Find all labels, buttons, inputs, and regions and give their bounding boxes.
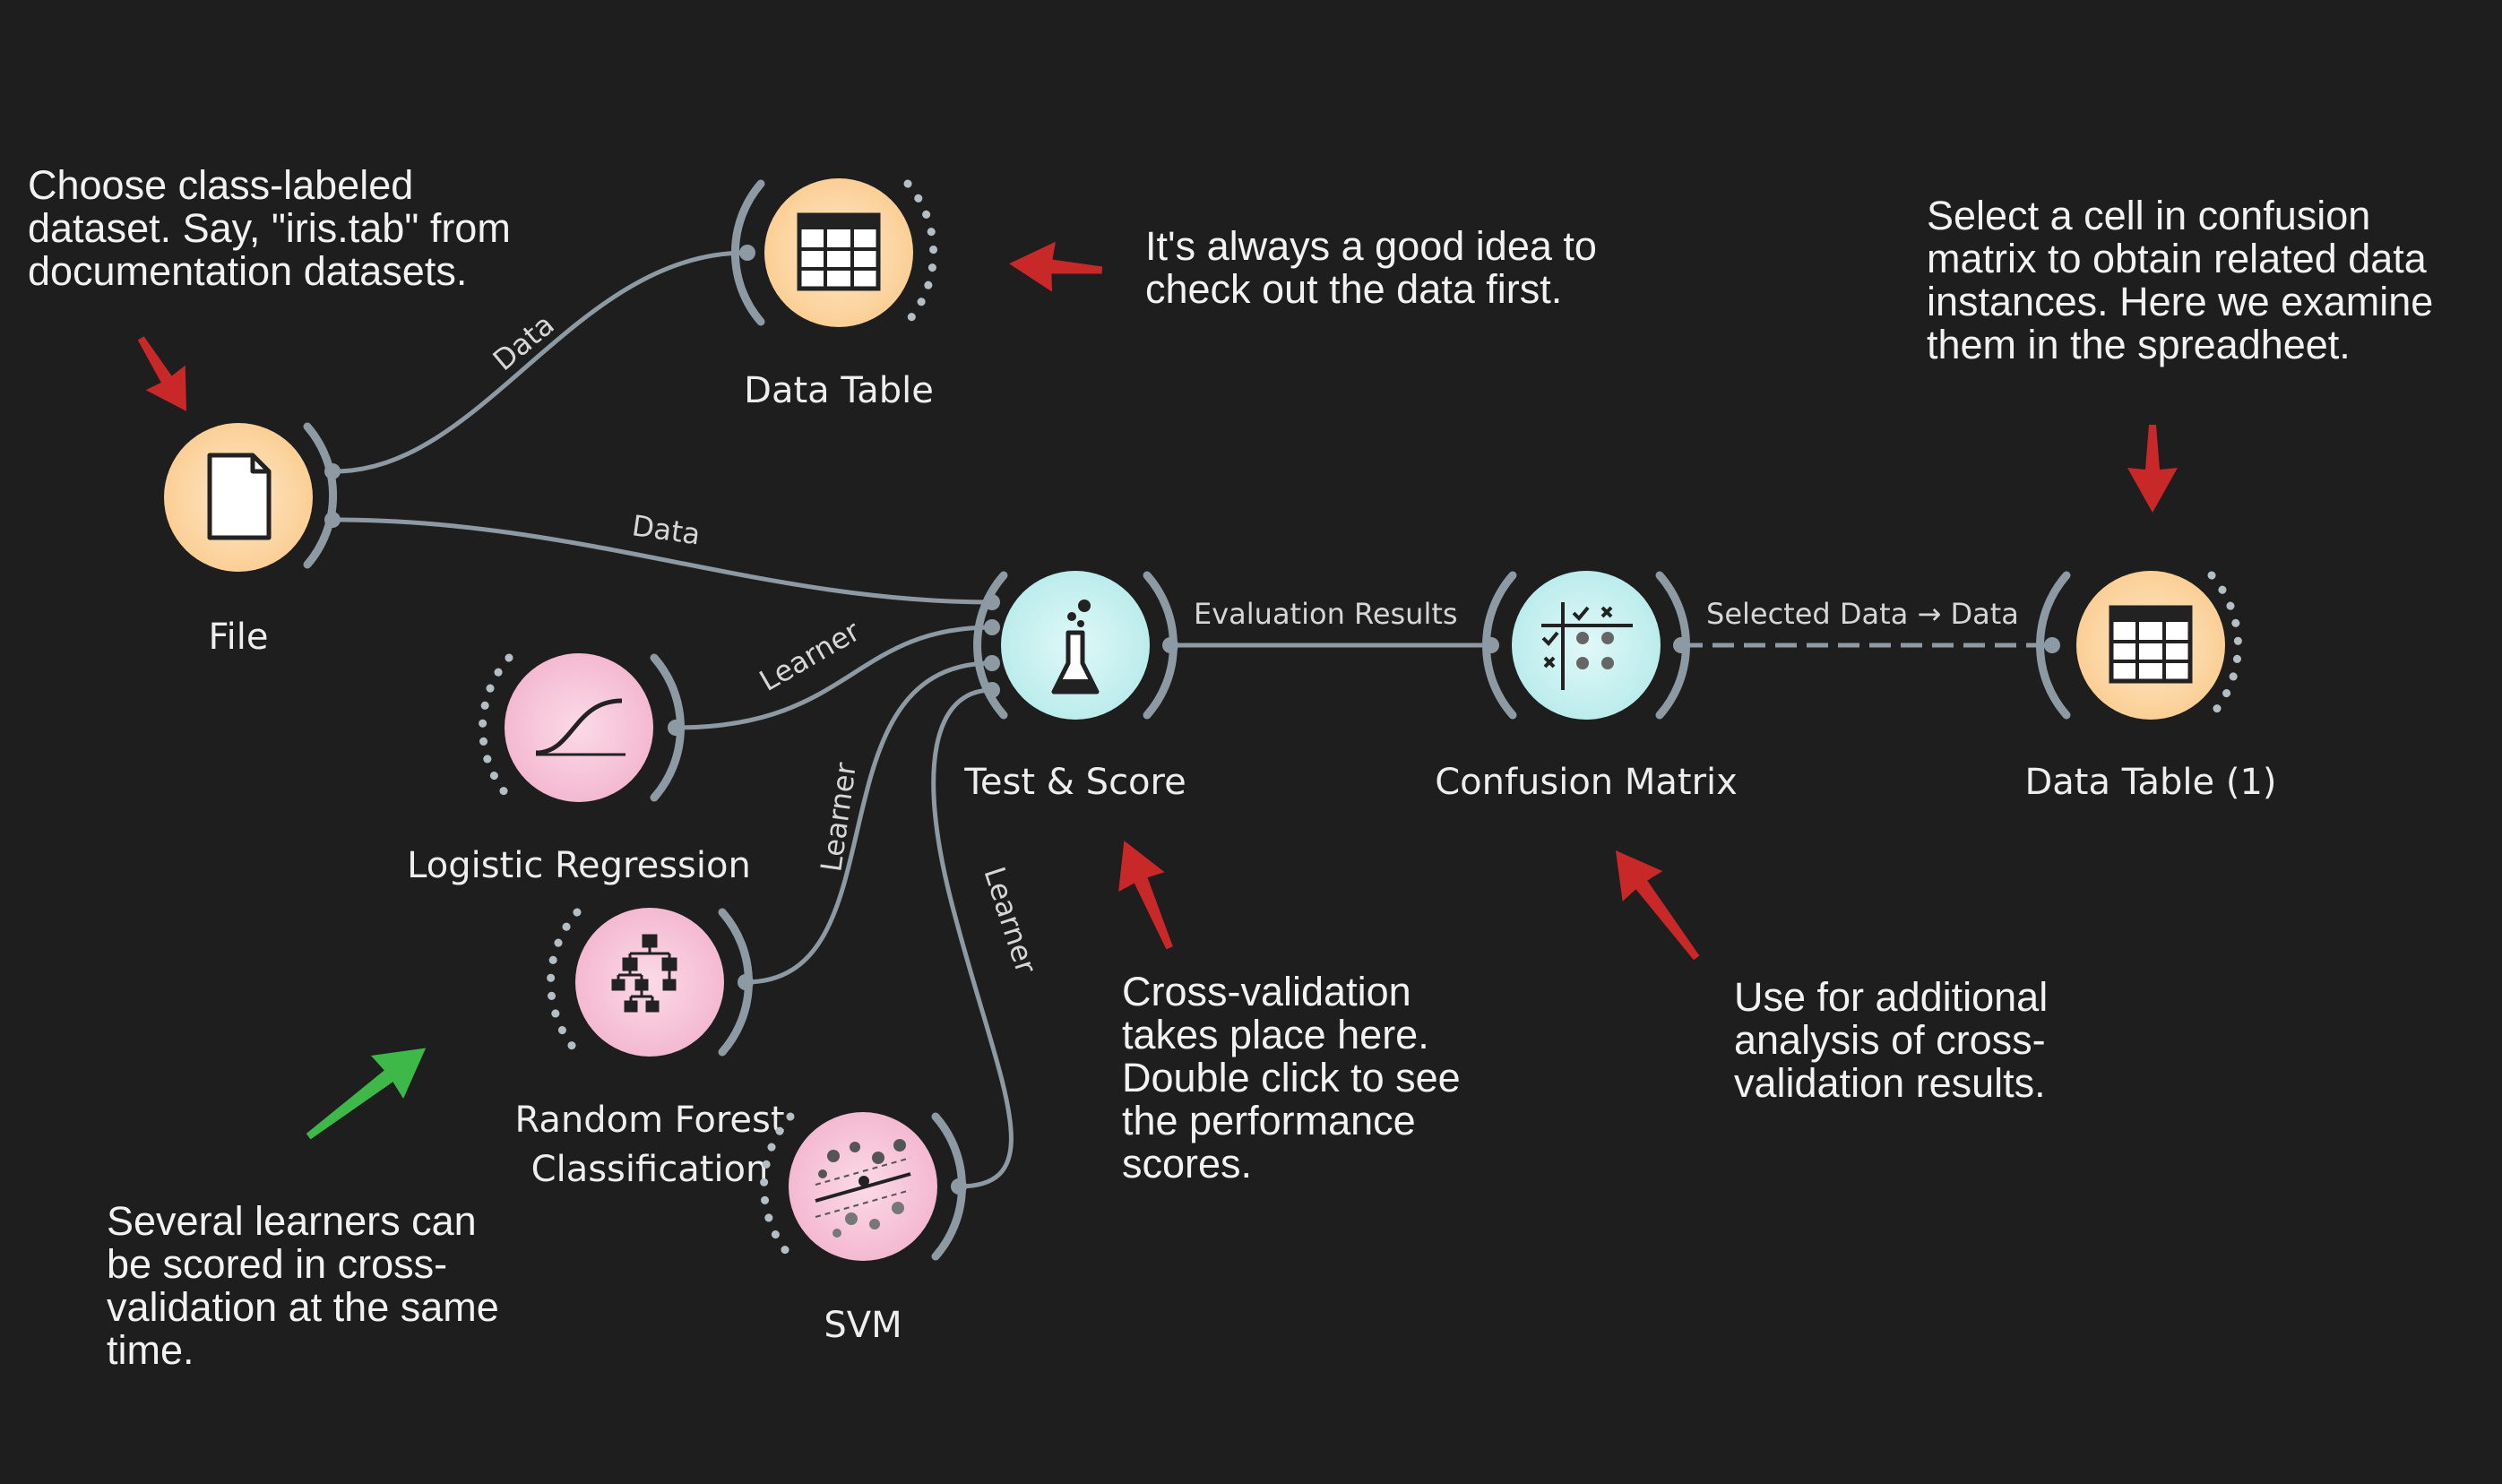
arrow-icon: [306, 1048, 427, 1140]
annotation-line: Select a cell in confusion: [1927, 193, 2370, 238]
link-label-rf: Learner: [814, 760, 863, 874]
node-label: SVM: [824, 1305, 902, 1346]
flask-icon: [1051, 600, 1100, 695]
annotation-line: analysis of cross-: [1734, 1017, 2046, 1063]
output-bracket: [903, 179, 938, 326]
output-port: [1673, 637, 1689, 653]
output-port: [324, 512, 341, 528]
node-random-forest[interactable]: Random Forest Classification: [514, 908, 785, 1190]
input-port: [984, 682, 1000, 698]
annotation-line: Cross-validation: [1122, 969, 1411, 1014]
arrow-icon: [1615, 850, 1700, 961]
arrow-icon: [1118, 841, 1173, 950]
annotation-line: the performance: [1122, 1098, 1416, 1143]
node-label: Logistic Regression: [407, 845, 751, 886]
annotation-learners: Several learners can be scored in cross-…: [107, 1198, 510, 1373]
node-label: Test & Score: [963, 762, 1186, 803]
annotation-line: matrix to obtain related data: [1927, 236, 2428, 281]
output-port: [951, 1178, 967, 1195]
annotation-line: Use for additional: [1734, 974, 2048, 1020]
input-port: [739, 245, 755, 261]
output-port: [668, 720, 684, 736]
table-icon: [2109, 605, 2193, 684]
annotation-file: Choose class-labeled dataset. Say, "iris…: [28, 162, 522, 294]
output-port: [1162, 637, 1178, 653]
annotation-line: validation at the same: [107, 1284, 499, 1330]
node-test-score[interactable]: Test & Score: [963, 571, 1186, 803]
annotation-line: validation results.: [1734, 1060, 2046, 1106]
annotation-line: Choose class-labeled: [28, 162, 413, 208]
file-icon: [207, 453, 272, 540]
link-svm-to-test-score[interactable]: [931, 687, 1014, 1189]
input-bracket: [730, 179, 765, 326]
annotation-line: instances. Here we examine: [1927, 279, 2433, 324]
node-data-table-1[interactable]: Data Table (1): [2024, 571, 2277, 803]
output-bracket: [2207, 571, 2242, 720]
arrow-icon: [137, 336, 187, 411]
node-label: Data Table: [744, 370, 934, 411]
node-label: Data Table (1): [2024, 762, 2276, 803]
annotation-line: dataset. Say, "iris.tab" from: [28, 205, 511, 251]
input-port: [2044, 637, 2060, 653]
link-label-svm: Learner: [977, 863, 1043, 979]
input-port: [1483, 637, 1499, 653]
node-circle[interactable]: [575, 908, 724, 1057]
link-logreg-to-test-score[interactable]: [675, 625, 993, 730]
input-bracket: [2036, 571, 2071, 720]
link-label-file-to-test-score: Data: [630, 508, 703, 551]
confusion-matrix-icon: [1541, 602, 1633, 690]
annotation-line: be scored in cross-: [107, 1241, 447, 1287]
input-bracket: [547, 908, 582, 1057]
link-file-to-data-table[interactable]: [333, 250, 747, 474]
input-port: [984, 619, 1000, 635]
annotation-confusion-matrix: Use for additional analysis of cross- va…: [1734, 974, 2059, 1106]
node-circle[interactable]: [1512, 571, 1661, 720]
annotation-line: Several learners can: [107, 1198, 477, 1244]
sigmoid-icon: [535, 698, 626, 756]
output-port: [324, 463, 341, 479]
annotation-line: them in the spreadheet.: [1927, 322, 2351, 367]
link-label-cm-to-table: Selected Data → Data: [1706, 597, 2019, 631]
annotation-line: It's always a good idea to: [1145, 223, 1597, 269]
svm-scatter-icon: [815, 1139, 911, 1238]
annotation-line: takes place here.: [1122, 1012, 1429, 1057]
node-label: File: [209, 617, 269, 658]
arrow-icon: [1009, 241, 1103, 292]
annotation-line: scores.: [1122, 1141, 1252, 1186]
annotation-line: check out the data first.: [1145, 266, 1562, 312]
arrow-icon: [2127, 425, 2178, 513]
input-bracket: [760, 1112, 795, 1261]
annotation-test-score: Cross-validation takes place here. Doubl…: [1122, 969, 1471, 1186]
node-label-line2: Classification: [531, 1149, 769, 1190]
node-label-line1: Random Forest: [514, 1100, 784, 1141]
node-data-table[interactable]: Data Table: [730, 178, 938, 411]
node-logistic-regression[interactable]: Logistic Regression: [407, 653, 751, 886]
links-layer: [333, 250, 2052, 1189]
node-confusion-matrix[interactable]: Confusion Matrix: [1435, 571, 1738, 803]
annotation-line: Double click to see: [1122, 1055, 1461, 1100]
annotation-data-table-1: Select a cell in confusion matrix to obt…: [1927, 193, 2445, 367]
input-bracket: [973, 571, 1008, 720]
link-rf-to-test-score[interactable]: [745, 660, 993, 985]
node-svm[interactable]: SVM: [760, 1112, 967, 1346]
output-port: [738, 974, 754, 990]
tree-icon: [611, 934, 677, 1013]
output-bracket: [303, 422, 338, 569]
link-file-to-test-score[interactable]: [333, 517, 993, 605]
annotation-arrows: [137, 241, 2178, 1140]
annotation-data-table: It's always a good idea to check out the…: [1145, 223, 1608, 312]
input-bracket: [479, 653, 513, 802]
link-label-logreg: Learner: [754, 613, 867, 697]
input-port: [984, 655, 1000, 671]
node-label: Confusion Matrix: [1435, 762, 1738, 803]
input-port: [984, 594, 1000, 610]
annotation-line: documentation datasets.: [28, 248, 467, 294]
link-label-test-to-cm: Evaluation Results: [1194, 597, 1458, 631]
node-file[interactable]: File: [164, 422, 341, 658]
node-circle[interactable]: [505, 653, 653, 802]
table-icon: [797, 212, 881, 291]
annotation-line: time.: [107, 1327, 194, 1373]
